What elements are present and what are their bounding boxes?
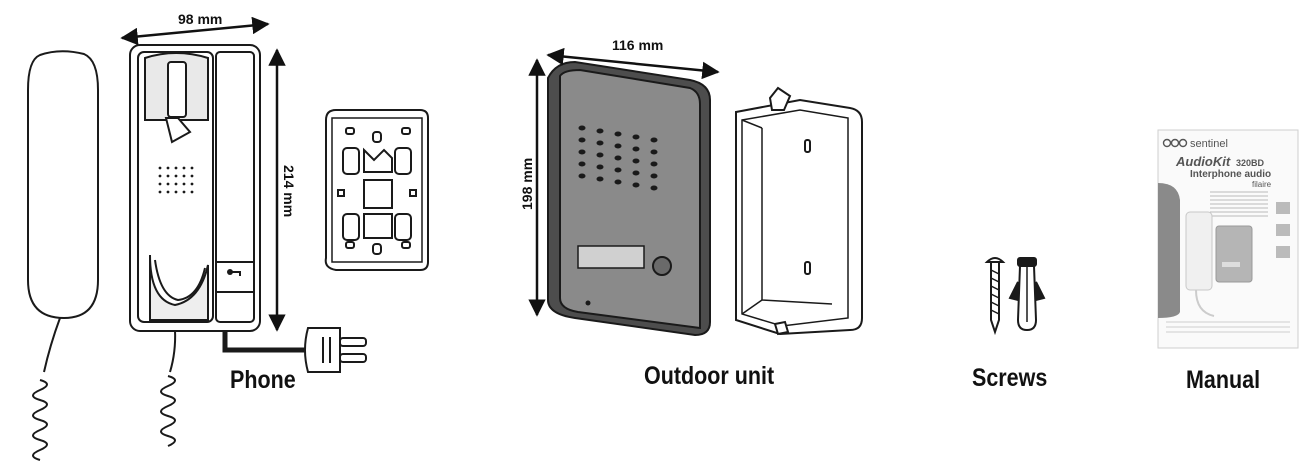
outdoor-unit-panel — [547, 60, 711, 337]
microphone-hole — [585, 300, 591, 306]
wall-plug — [1008, 257, 1046, 332]
manual-model: 320BD — [1236, 158, 1265, 168]
phone-height-dimension: 214 mm — [268, 48, 297, 332]
phone-speaker-grille — [158, 166, 194, 194]
manual-language-list — [1210, 191, 1268, 217]
sentinel-logo-icon — [1162, 138, 1188, 148]
manual-label: Manual — [1186, 366, 1261, 394]
phone-width-label: 98 mm — [178, 11, 222, 27]
outdoor-speaker-holes — [578, 125, 658, 191]
key-icon — [227, 269, 241, 276]
phone-base-unit — [129, 44, 261, 332]
phone-height-label: 214 mm — [281, 165, 297, 217]
phone-label: Phone — [230, 366, 296, 394]
manual-subtitle-2: filaire — [1252, 180, 1272, 189]
outdoor-width-label: 116 mm — [612, 37, 663, 53]
outdoor-width-dimension: 116 mm — [546, 37, 720, 80]
outdoor-back-box — [735, 86, 863, 336]
outdoor-height-dimension: 198 mm — [519, 58, 546, 317]
manual-brand: sentinel — [1190, 138, 1228, 150]
phone-power-cable — [222, 331, 310, 353]
phone-width-dimension: 98 mm — [120, 11, 270, 46]
manual-cover: sentinel AudioKit 320BD Interphone audio… — [1157, 129, 1299, 349]
outdoor-unit-label: Outdoor unit — [644, 362, 775, 390]
power-plug — [304, 327, 367, 373]
phone-handset — [27, 50, 99, 320]
manual-title: AudioKit — [1175, 154, 1231, 169]
manual-feature-icons — [1276, 202, 1290, 258]
outdoor-height-label: 198 mm — [519, 158, 535, 210]
screw — [984, 257, 1006, 336]
manual-footer-text — [1166, 321, 1290, 333]
call-button — [652, 256, 672, 276]
manual-subtitle: Interphone audio — [1190, 169, 1271, 180]
phone-coiled-cord — [32, 317, 177, 461]
wall-mount-bracket — [324, 109, 429, 271]
screws-label: Screws — [972, 364, 1048, 392]
manual-product-photo — [1185, 211, 1253, 317]
